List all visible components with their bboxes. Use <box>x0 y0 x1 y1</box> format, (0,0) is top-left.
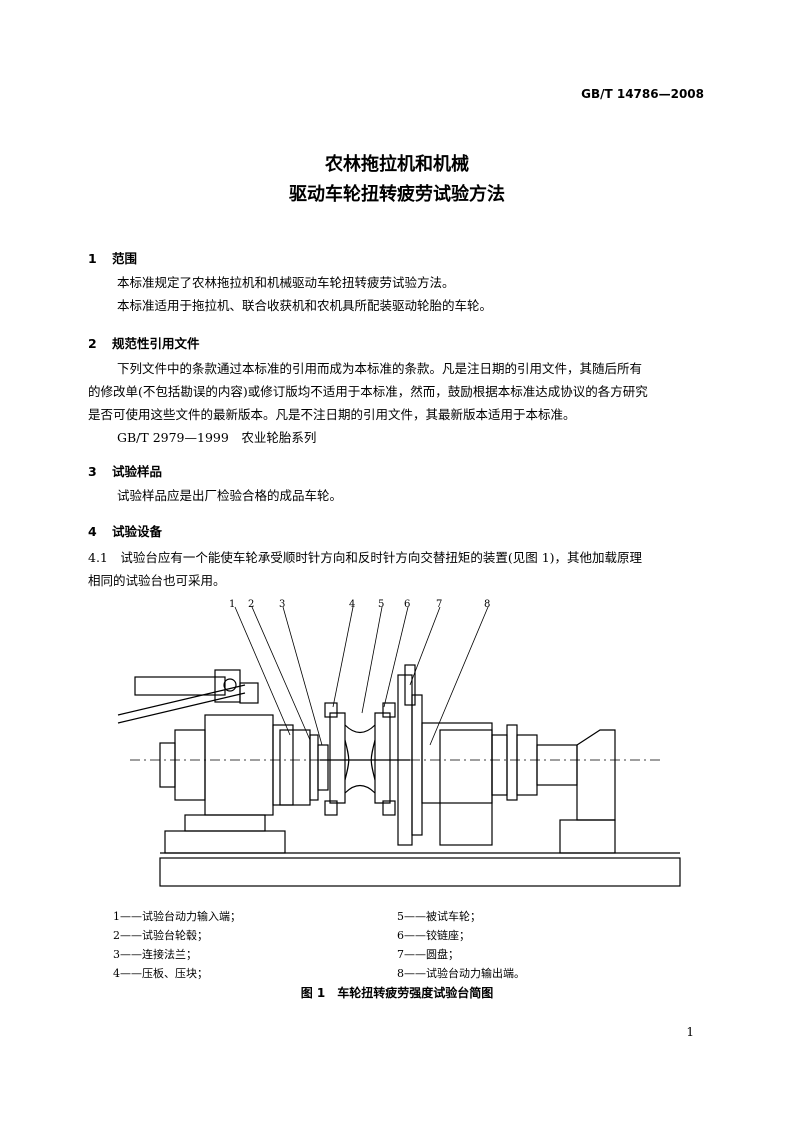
section-1-paragraph-1: 本标准规定了农林拖拉机和机械驱动车轮扭转疲劳试验方法。 <box>117 275 455 290</box>
section-2-paragraph-line-3: 是否可使用这些文件的最新版本。凡是不注日期的引用文件，其最新版本适用于本标准。 <box>88 407 576 422</box>
section-number: 1 <box>88 251 97 266</box>
section-4-heading: 4 试验设备 <box>88 521 162 540</box>
section-number: 2 <box>88 336 97 351</box>
legend-item: 6——铰链座； <box>397 929 470 942</box>
legend-item: 4——压板、压块； <box>113 967 208 980</box>
document-title-line2: 驱动车轮扭转疲劳试验方法 <box>289 184 505 205</box>
wheel-under-test-left <box>329 712 346 804</box>
standard-code: GB/T 14786—2008 <box>581 87 704 101</box>
normative-reference: GB/T 2979—1999 农业轮胎系列 <box>117 430 317 445</box>
section-3-paragraph: 试验样品应是出厂检验合格的成品车轮。 <box>117 488 343 503</box>
base-plate <box>159 857 681 887</box>
section-number: 4 <box>88 524 97 539</box>
legend-item: 5——被试车轮； <box>397 910 481 923</box>
section-title: 范围 <box>112 251 138 266</box>
callout-2: 2 <box>248 599 254 610</box>
figure-legend-left: 1——试验台动力输入端； 2——试验台轮毂； 3——连接法兰； 4——压板、压块… <box>113 907 241 983</box>
clamp-plate-bottom <box>324 800 338 816</box>
legend-item: 1——试验台动力输入端； <box>113 910 241 923</box>
hinge-seat <box>404 664 416 706</box>
legend-item: 3——连接法兰； <box>113 948 197 961</box>
legend-item: 8——试验台动力输出端。 <box>397 967 525 980</box>
callout-6: 6 <box>404 599 410 610</box>
legend-item: 7——圆盘； <box>397 948 459 961</box>
callout-7: 7 <box>436 599 442 610</box>
page-number: 1 <box>686 1025 694 1039</box>
section-1-paragraph-2: 本标准适用于拖拉机、联合收获机和农机具所配装驱动轮胎的车轮。 <box>117 298 493 313</box>
section-2-heading: 2 规范性引用文件 <box>88 333 200 352</box>
wheel-under-test-right <box>374 712 391 804</box>
figure-caption: 图 1 车轮扭转疲劳强度试验台简图 <box>300 986 494 1000</box>
section-number: 3 <box>88 464 97 479</box>
document-title-line1: 农林拖拉机和机械 <box>325 154 469 175</box>
callout-8: 8 <box>484 599 490 610</box>
section-title: 试验样品 <box>112 464 163 479</box>
section-3-heading: 3 试验样品 <box>88 461 162 480</box>
callout-1: 1 <box>229 599 235 610</box>
loading-arm <box>134 676 226 696</box>
callout-4: 4 <box>349 599 355 610</box>
section-1-heading: 1 范围 <box>88 248 137 267</box>
section-2-paragraph-line-1: 下列文件中的条款通过本标准的引用而成为本标准的条款。凡是注日期的引用文件，其随后… <box>117 361 643 376</box>
clamp-plate-top <box>324 702 338 718</box>
test-bench-hub <box>279 729 311 806</box>
section-title: 规范性引用文件 <box>112 336 200 351</box>
clause-4-1-line-1: 4.1 试验台应有一个能使车轮承受顺时针方向和反时针方向交替扭矩的装置(见图 1… <box>88 550 643 565</box>
figure-legend-right: 5——被试车轮； 6——铰链座； 7——圆盘； 8——试验台动力输出端。 <box>397 907 525 983</box>
callout-5: 5 <box>378 599 384 610</box>
section-title: 试验设备 <box>112 524 163 539</box>
clause-4-1-line-2: 相同的试验台也可采用。 <box>88 573 226 588</box>
legend-item: 2——试验台轮毂； <box>113 929 208 942</box>
callout-3: 3 <box>279 599 285 610</box>
connecting-flange <box>309 734 319 801</box>
test-bench-figure: 1 2 3 4 5 6 7 8 <box>117 599 681 887</box>
section-2-paragraph-line-2: 的修改单(不包括勘误的内容)或修订版均不适用于本标准，然而，鼓励根据本标准达成协… <box>88 384 648 399</box>
input-motor-body <box>204 714 274 816</box>
output-end-housing <box>421 722 493 804</box>
